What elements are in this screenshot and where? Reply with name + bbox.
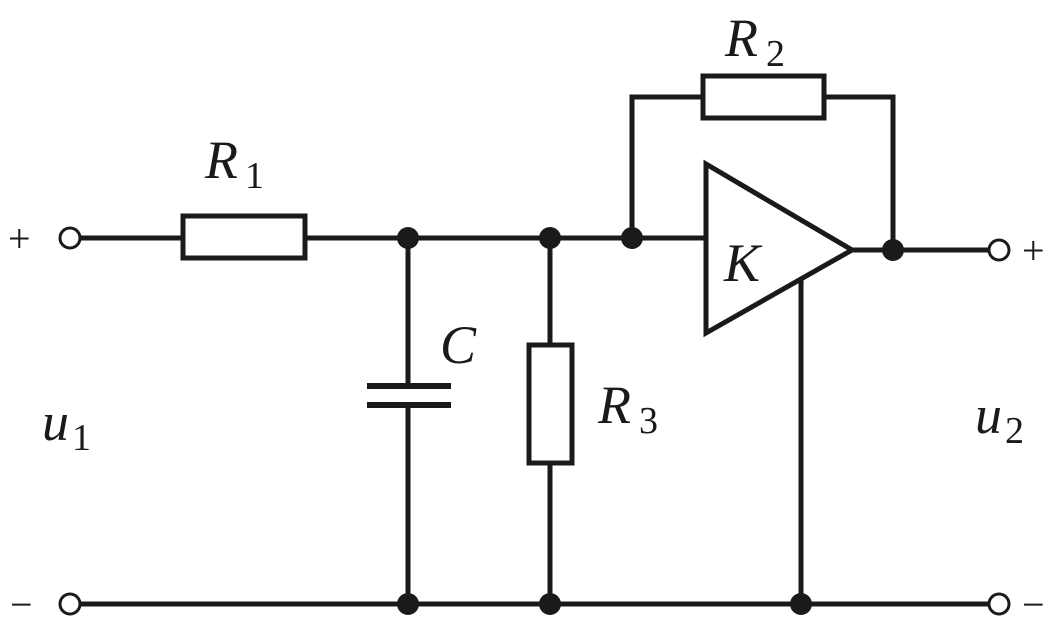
junction-node-ground-opamp bbox=[790, 593, 812, 615]
svg-text:R: R bbox=[597, 375, 631, 435]
output-top-sign: + bbox=[1022, 228, 1045, 273]
label-r1: R 1 bbox=[204, 130, 264, 197]
input-bottom-sign: − bbox=[10, 582, 33, 621]
svg-text:R: R bbox=[724, 8, 758, 68]
svg-text:2: 2 bbox=[766, 33, 785, 75]
junction-node-output bbox=[882, 239, 904, 261]
terminal-output-bottom bbox=[987, 592, 1011, 616]
junction-node-r3 bbox=[539, 227, 561, 249]
label-r2: R 2 bbox=[724, 8, 785, 75]
label-c: C bbox=[440, 315, 477, 375]
svg-text:1: 1 bbox=[245, 155, 264, 197]
label-u1: u 1 bbox=[42, 392, 91, 459]
junction-node-cap bbox=[397, 227, 419, 249]
wire-feedback-left bbox=[629, 94, 706, 241]
svg-text:3: 3 bbox=[639, 400, 658, 442]
svg-text:2: 2 bbox=[1005, 410, 1024, 452]
resistor-r2 bbox=[700, 73, 827, 121]
resistor-r3 bbox=[526, 342, 575, 466]
svg-text:u: u bbox=[42, 392, 69, 452]
svg-text:u: u bbox=[975, 385, 1002, 445]
junction-node-ground-cap bbox=[397, 593, 419, 615]
junction-node-ground-r3 bbox=[539, 593, 561, 615]
wire-feedback-right bbox=[821, 94, 896, 253]
label-u2: u 2 bbox=[975, 385, 1024, 452]
output-bottom-sign: − bbox=[1022, 582, 1045, 621]
resistor-r1 bbox=[180, 213, 308, 261]
label-k: K bbox=[723, 233, 763, 293]
svg-text:R: R bbox=[204, 130, 238, 190]
terminal-output-top bbox=[987, 238, 1011, 262]
label-r3: R 3 bbox=[597, 375, 658, 442]
terminal-input-top bbox=[58, 226, 82, 250]
svg-text:1: 1 bbox=[72, 417, 91, 459]
junction-node-feedback bbox=[621, 227, 643, 249]
amplifier-k bbox=[703, 159, 857, 338]
terminal-input-bottom bbox=[58, 592, 82, 616]
input-top-sign: + bbox=[8, 216, 31, 261]
capacitor-c bbox=[367, 383, 451, 408]
